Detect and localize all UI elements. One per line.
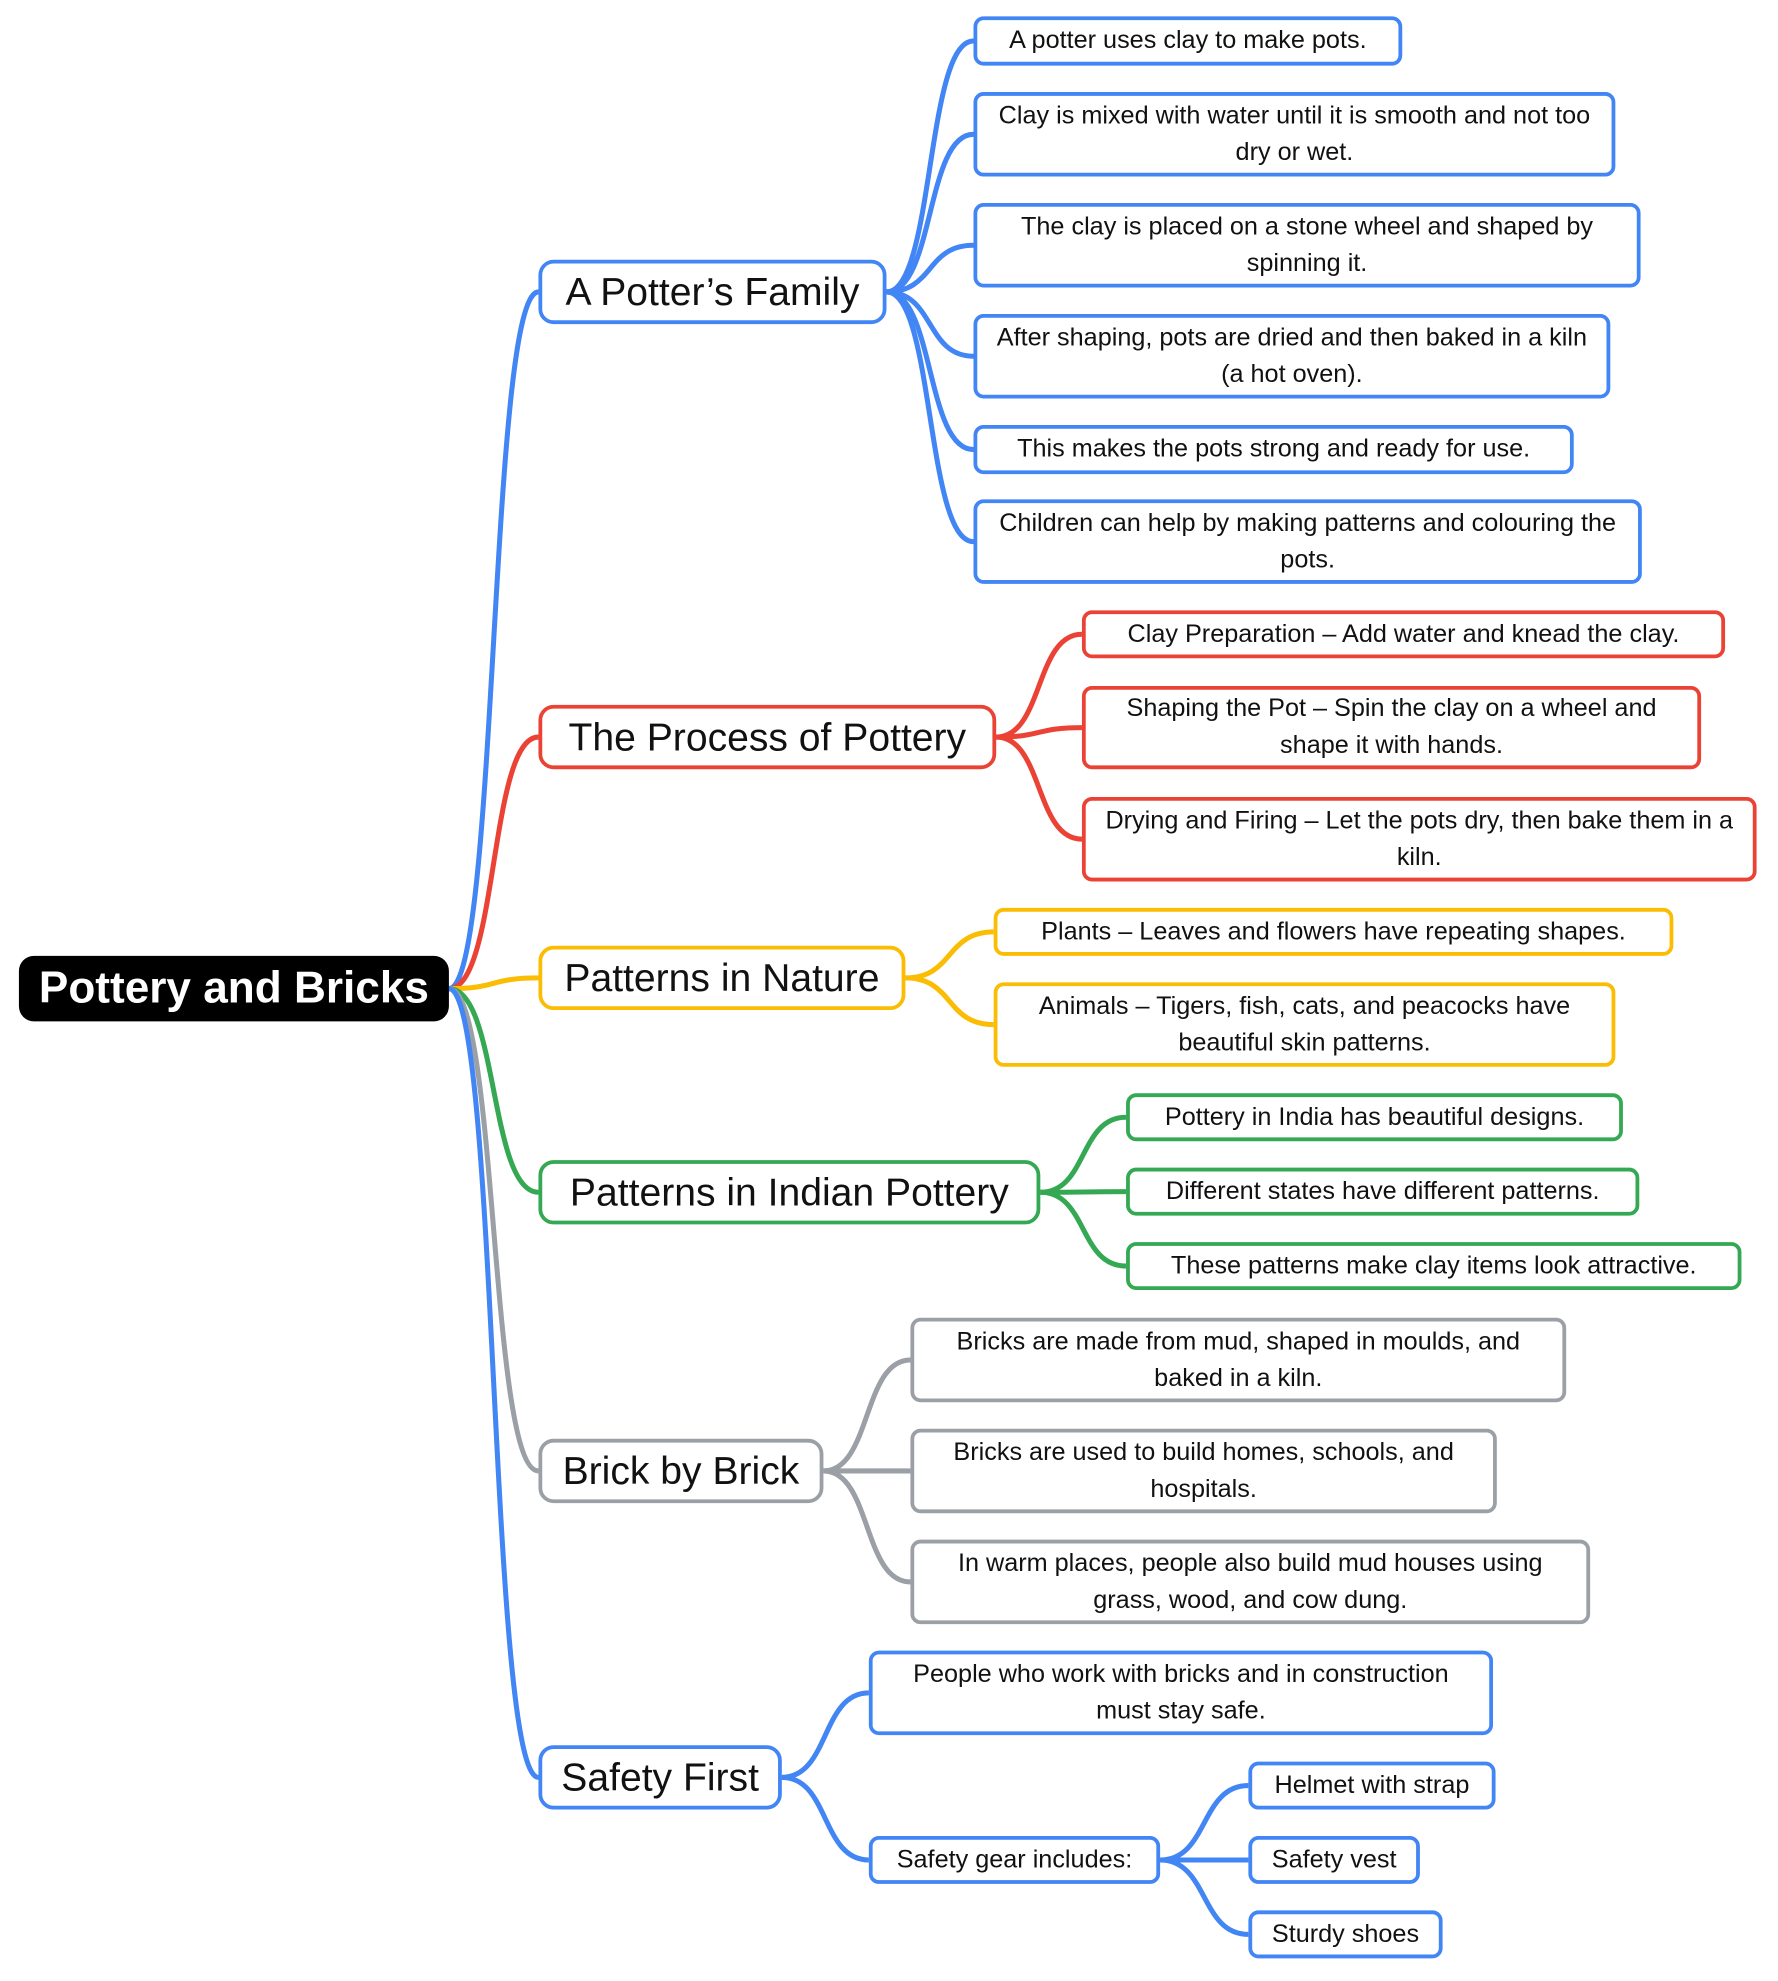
branch-connector [781, 1774, 870, 1863]
root-connector [447, 289, 540, 992]
leaf-node[interactable]: Bricks are made from mud, shaped in moul… [910, 1317, 1567, 1403]
branch-node[interactable]: Brick by Brick [538, 1438, 824, 1504]
root-connector [448, 734, 539, 992]
branch-connector [905, 975, 994, 1028]
branch-connector [885, 289, 975, 545]
branch-connector [996, 725, 1082, 740]
branch-connector [886, 131, 974, 295]
leaf-node[interactable]: Safety gear includes: [868, 1836, 1161, 1884]
leaf-node[interactable]: This makes the pots strong and ready for… [973, 424, 1574, 475]
leaf-node[interactable]: Pottery in India has beautiful designs. [1126, 1093, 1623, 1142]
branch-node[interactable]: Patterns in Nature [538, 945, 906, 1011]
leaf-node[interactable]: Different states have different patterns… [1126, 1167, 1640, 1216]
branch-connector [1040, 1114, 1127, 1195]
branch-connector [823, 1357, 911, 1474]
root-connector [447, 986, 540, 1780]
leaf-node[interactable]: Safety vest [1248, 1836, 1420, 1884]
leaf-node[interactable]: A potter uses clay to make pots. [973, 16, 1403, 66]
leaf-node[interactable]: People who work with bricks and in const… [868, 1650, 1494, 1736]
leaf-node[interactable]: Plants – Leaves and flowers have repeati… [993, 907, 1674, 956]
leaf-node[interactable]: Children can help by making patterns and… [973, 499, 1642, 584]
branch-connector [885, 38, 975, 295]
leaf-node[interactable]: The clay is placed on a stone wheel and … [973, 203, 1641, 288]
leaf-node[interactable]: Shaping the Pot – Spin the clay on a whe… [1081, 685, 1702, 770]
root-node[interactable]: Pottery and Bricks [18, 955, 449, 1022]
branch-connector [823, 1468, 911, 1585]
leaf-node[interactable]: These patterns make clay items look attr… [1126, 1242, 1742, 1291]
leaf-node[interactable]: Clay is mixed with water until it is smo… [973, 92, 1616, 177]
branch-connector [886, 242, 974, 295]
leaf-node[interactable]: Bricks are used to build homes, schools,… [910, 1428, 1497, 1514]
leaf-node[interactable]: Animals – Tigers, fish, cats, and peacoc… [993, 982, 1616, 1067]
branch-node[interactable]: The Process of Pottery [538, 704, 997, 770]
branch-node[interactable]: A Potter’s Family [538, 259, 887, 325]
branch-connector [905, 929, 994, 981]
leaf-node[interactable]: After shaping, pots are dried and then b… [973, 313, 1611, 399]
branch-connector [781, 1690, 870, 1780]
leaf-node[interactable]: Helmet with strap [1248, 1761, 1496, 1810]
leaf-node[interactable]: Clay Preparation – Add water and knead t… [1081, 610, 1726, 659]
leaf-connector [1159, 1783, 1249, 1863]
branch-connector [995, 734, 1083, 842]
branch-connector [995, 631, 1083, 740]
root-connector [448, 986, 540, 1474]
branch-node[interactable]: Safety First [538, 1745, 782, 1810]
branch-connector [1040, 1189, 1127, 1269]
root-connector [448, 975, 539, 992]
branch-node[interactable]: Patterns in Indian Pottery [538, 1160, 1041, 1225]
root-connector [448, 986, 539, 1195]
leaf-connector [1159, 1857, 1249, 1937]
leaf-node[interactable]: Sturdy shoes [1248, 1910, 1443, 1959]
leaf-node[interactable]: In warm places, people also build mud ho… [910, 1539, 1591, 1625]
leaf-node[interactable]: Drying and Firing – Let the pots dry, th… [1081, 796, 1757, 882]
